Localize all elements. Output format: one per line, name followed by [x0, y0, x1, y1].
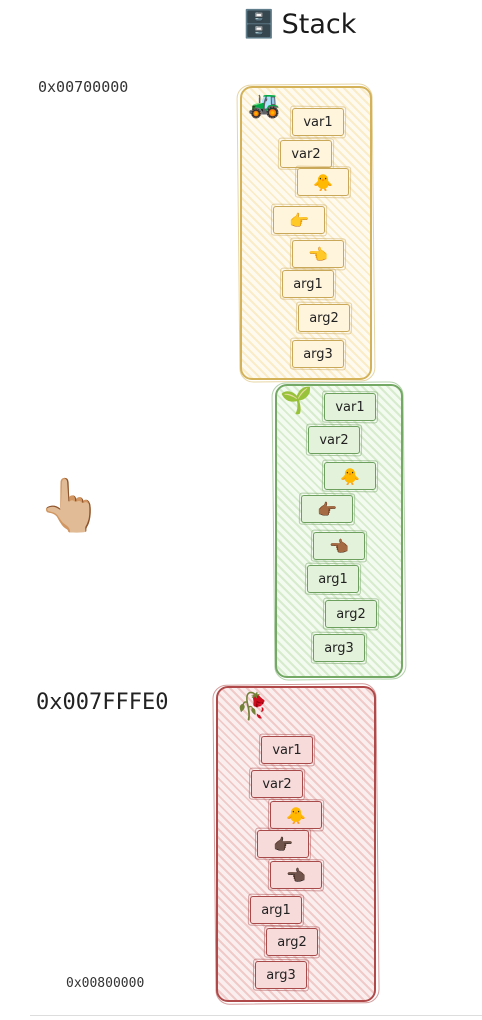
frame-yellow-right-hand: 👈	[292, 240, 344, 268]
frame-red-var2: var2	[251, 770, 303, 798]
pointing-left-hand-icon: 👈🏿	[286, 865, 306, 885]
frame-red-arg3: arg3	[255, 961, 307, 989]
frame-yellow-chick: 🐥	[297, 168, 349, 196]
frame-green-left-hand: 👉🏾	[301, 495, 353, 523]
title-text: Stack	[281, 8, 357, 40]
frame-yellow-var1: var1	[292, 108, 344, 136]
filing-cabinet-icon: 🗄️	[242, 9, 276, 40]
pointing-right-hand-icon: 👉🏾	[317, 499, 337, 519]
wilted-rose-icon: 🥀	[236, 692, 269, 722]
address-bottom: 0x00800000	[66, 976, 145, 991]
frame-green-var1: var1	[324, 393, 376, 421]
chick-icon: 🐥	[286, 805, 306, 825]
frame-yellow-left-hand: 👉	[273, 206, 325, 234]
frame-yellow-arg1: arg1	[282, 270, 334, 298]
pointing-right-hand-icon: 👉🏿	[273, 834, 293, 854]
pointing-left-hand-icon: 👈🏾	[329, 536, 349, 556]
address-top: 0x00700000	[38, 78, 129, 96]
frame-green-var2: var2	[308, 426, 360, 454]
frame-red-left-hand: 👉🏿	[257, 830, 309, 858]
frame-yellow-var2: var2	[280, 140, 332, 168]
frame-green-chick: 🐥	[324, 462, 376, 490]
frame-green-arg2: arg2	[325, 600, 377, 628]
chick-icon: 🐥	[340, 466, 360, 486]
pointing-up-hand-icon: 👆🏼	[38, 476, 103, 536]
pointing-right-hand-icon: 👉	[289, 210, 309, 230]
chick-icon: 🐥	[313, 172, 333, 192]
frame-green-right-hand: 👈🏾	[313, 532, 365, 560]
address-mid: 0x007FFFE0	[36, 690, 169, 715]
frame-red-var1: var1	[261, 736, 313, 764]
frame-green-arg3: arg3	[313, 634, 365, 662]
frame-yellow-arg3: arg3	[292, 340, 344, 368]
seedling-icon: 🌱	[280, 386, 313, 416]
bottom-divider	[30, 1015, 482, 1016]
frame-red-arg2: arg2	[266, 928, 318, 956]
frame-red-right-hand: 👈🏿	[270, 861, 322, 889]
frame-yellow-arg2: arg2	[298, 304, 350, 332]
page-title: 🗄️ Stack	[242, 8, 357, 41]
frame-red-chick: 🐥	[270, 801, 322, 829]
pointing-left-hand-icon: 👈	[308, 244, 328, 264]
frame-green-arg1: arg1	[307, 565, 359, 593]
tractor-icon: 🚜	[248, 90, 281, 120]
frame-red-arg1: arg1	[250, 896, 302, 924]
